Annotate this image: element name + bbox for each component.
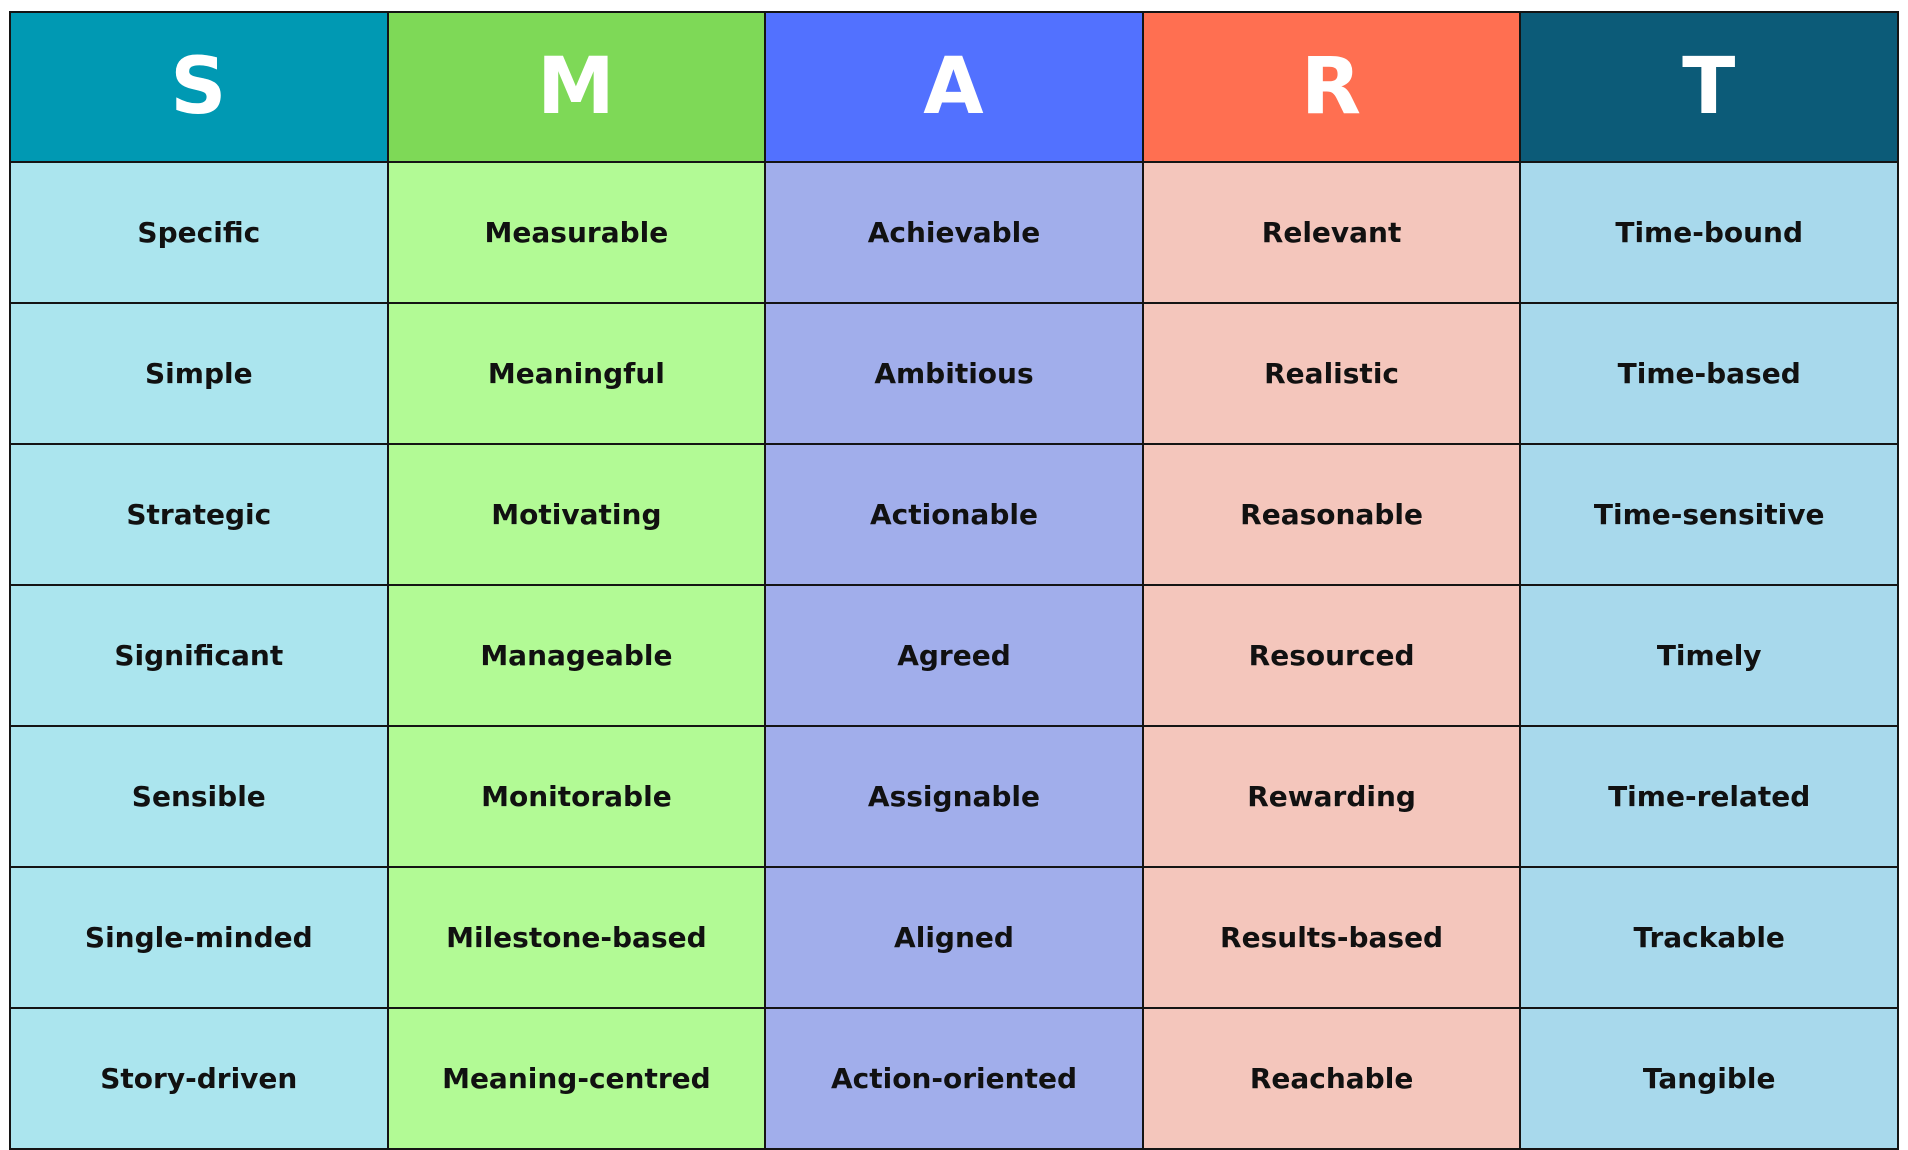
table-row: Simple Meaningful Ambitious Realistic Ti… [9, 302, 1899, 445]
header-t: T [1519, 11, 1899, 163]
table-row: Significant Manageable Agreed Resourced … [9, 584, 1899, 727]
term-cell: Meaningful [386, 302, 767, 445]
term-cell: Monitorable [386, 725, 767, 868]
term-cell: Rewarding [1141, 725, 1522, 868]
table-row: Sensible Monitorable Assignable Rewardin… [9, 725, 1899, 868]
term-cell: Meaning-centred [386, 1007, 767, 1150]
term-cell: Sensible [9, 725, 389, 868]
term-cell: Single-minded [9, 866, 389, 1009]
header-m: M [386, 11, 767, 163]
term-cell: Significant [9, 584, 389, 727]
term-cell: Milestone-based [386, 866, 767, 1009]
term-cell: Actionable [764, 443, 1144, 586]
term-cell: Aligned [764, 866, 1144, 1009]
table-row: Strategic Motivating Actionable Reasonab… [9, 443, 1899, 586]
table-row: Specific Measurable Achievable Relevant … [9, 161, 1899, 304]
term-cell: Relevant [1141, 161, 1522, 304]
term-cell: Reasonable [1141, 443, 1522, 586]
header-a: A [764, 11, 1144, 163]
header-row: S M A R T [9, 11, 1899, 163]
term-cell: Time-related [1519, 725, 1899, 868]
term-cell: Agreed [764, 584, 1144, 727]
term-cell: Trackable [1519, 866, 1899, 1009]
term-cell: Story-driven [9, 1007, 389, 1150]
smart-goals-table: S M A R T Specific Measurable Achievable… [9, 11, 1899, 1150]
term-cell: Strategic [9, 443, 389, 586]
term-cell: Action-oriented [764, 1007, 1144, 1150]
term-cell: Assignable [764, 725, 1144, 868]
term-cell: Reachable [1141, 1007, 1522, 1150]
term-cell: Specific [9, 161, 389, 304]
term-cell: Realistic [1141, 302, 1522, 445]
table-row: Story-driven Meaning-centred Action-orie… [9, 1007, 1899, 1150]
smart-header: S M A R T [9, 11, 1899, 163]
header-s: S [9, 11, 389, 163]
header-r: R [1141, 11, 1522, 163]
term-cell: Results-based [1141, 866, 1522, 1009]
term-cell: Ambitious [764, 302, 1144, 445]
term-cell: Timely [1519, 584, 1899, 727]
term-cell: Achievable [764, 161, 1144, 304]
term-cell: Motivating [386, 443, 767, 586]
smart-body: Specific Measurable Achievable Relevant … [9, 161, 1899, 1150]
term-cell: Simple [9, 302, 389, 445]
table-row: Single-minded Milestone-based Aligned Re… [9, 866, 1899, 1009]
term-cell: Measurable [386, 161, 767, 304]
term-cell: Manageable [386, 584, 767, 727]
term-cell: Time-bound [1519, 161, 1899, 304]
term-cell: Resourced [1141, 584, 1522, 727]
term-cell: Time-sensitive [1519, 443, 1899, 586]
term-cell: Tangible [1519, 1007, 1899, 1150]
term-cell: Time-based [1519, 302, 1899, 445]
